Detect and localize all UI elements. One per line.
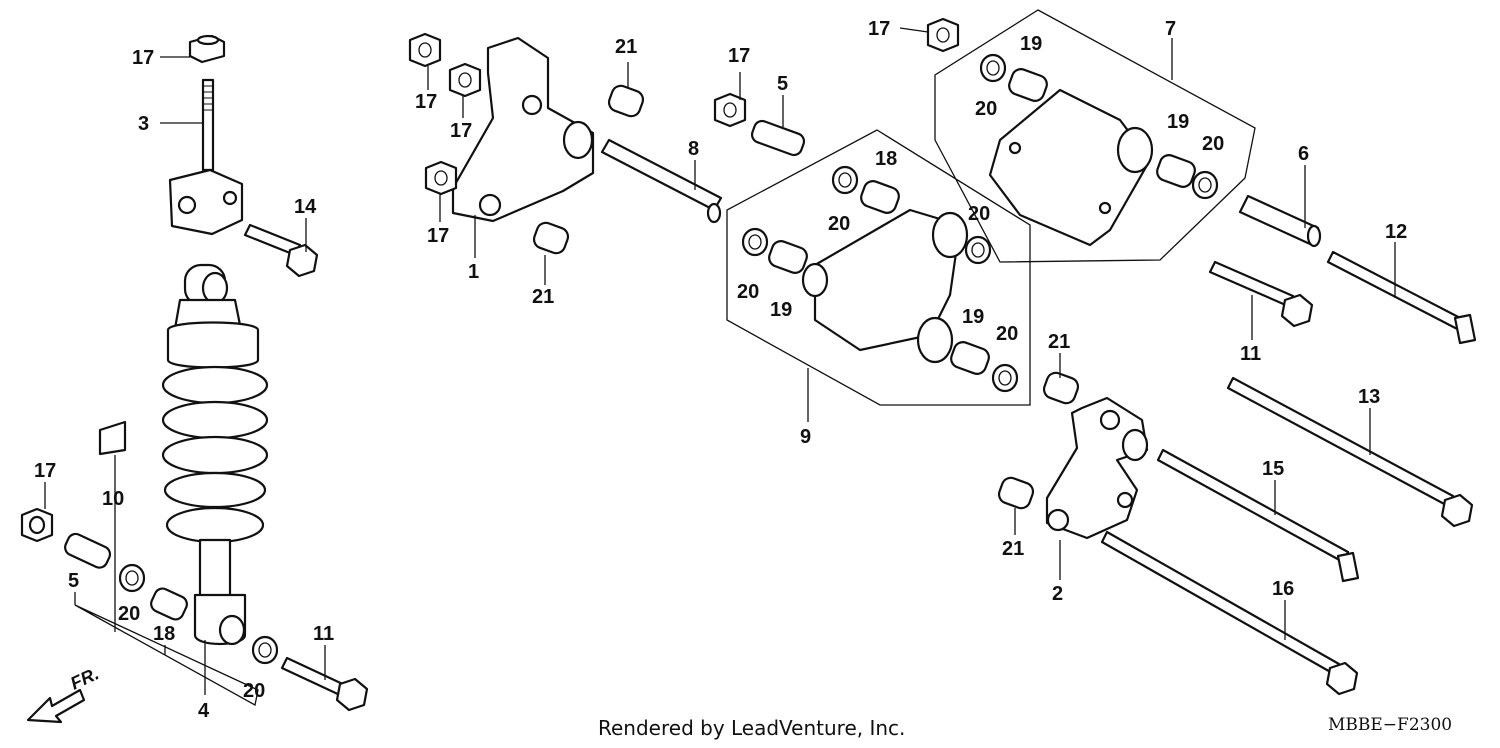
- callout-20: 20: [243, 680, 265, 702]
- callout-19: 19: [770, 299, 792, 321]
- callout-7: 7: [1165, 18, 1176, 40]
- bolt-16: [1100, 530, 1359, 696]
- bolt-12: [1326, 250, 1477, 345]
- callout-17: 17: [450, 120, 472, 142]
- callout-5: 5: [777, 73, 788, 95]
- cushion-arm-2: [1045, 396, 1149, 540]
- callout-9: 9: [800, 426, 811, 448]
- leader-lines: [44, 27, 1396, 695]
- callout-8: 8: [688, 138, 699, 160]
- front-arrow-icon: [26, 688, 86, 724]
- front-direction-indicator: FR.: [26, 663, 102, 724]
- callout-19: 19: [962, 306, 984, 328]
- callout-5: 5: [68, 570, 79, 592]
- callout-2: 2: [1052, 583, 1063, 605]
- callout-21: 21: [1048, 331, 1070, 353]
- callout-15: 15: [1262, 458, 1284, 480]
- bolt-11-right: [1208, 260, 1314, 328]
- callout-6: 6: [1298, 143, 1309, 165]
- callout-14: 14: [294, 196, 317, 218]
- link-assembly-7: [979, 53, 1219, 247]
- callout-20: 20: [118, 603, 140, 625]
- callout-17: 17: [427, 225, 449, 247]
- callout-21: 21: [1002, 538, 1024, 560]
- front-label: FR.: [67, 663, 102, 693]
- render-credit: Rendered by LeadVenture, Inc.: [598, 716, 905, 740]
- callout-4: 4: [198, 700, 210, 722]
- cushion-arm-1: [451, 36, 595, 223]
- bushings-21: [532, 84, 1080, 510]
- callout-17: 17: [728, 45, 750, 67]
- callout-12: 12: [1385, 221, 1407, 243]
- callout-1: 1: [468, 261, 479, 283]
- collar-bolt-8: [600, 138, 723, 224]
- callout-20: 20: [996, 323, 1018, 345]
- link-assembly-9: [741, 165, 1019, 393]
- diagram-code: MBBE−F2300: [1328, 715, 1452, 735]
- callout-19: 19: [1020, 33, 1042, 55]
- callout-17: 17: [868, 18, 890, 40]
- callout-labels: 17 3 14 17 17 17 1 21 21 17 5 8 17 19 20…: [34, 18, 1407, 722]
- callout-20: 20: [975, 98, 997, 120]
- callout-21: 21: [532, 286, 554, 308]
- callout-20: 20: [737, 281, 759, 303]
- callout-17: 17: [415, 91, 437, 113]
- shock-absorber: [161, 34, 269, 646]
- nuts-17-group-1: [408, 17, 960, 196]
- callout-11: 11: [313, 623, 334, 645]
- callout-3: 3: [138, 113, 149, 135]
- assembly-outline-7: [934, 9, 1256, 263]
- bolt-13: [1226, 376, 1474, 528]
- callout-18: 18: [153, 623, 175, 645]
- callout-17: 17: [34, 460, 56, 482]
- collar-5-upper: [750, 119, 806, 157]
- callout-20: 20: [968, 203, 990, 225]
- bolt-15: [1156, 448, 1360, 583]
- callout-18: 18: [875, 148, 897, 170]
- callout-13: 13: [1358, 386, 1380, 408]
- callout-17: 17: [132, 47, 154, 69]
- callout-20: 20: [828, 213, 850, 235]
- callout-10: 10: [102, 488, 124, 510]
- bolt-6: [1238, 194, 1322, 248]
- callout-20: 20: [1202, 133, 1224, 155]
- callout-11: 11: [1240, 343, 1261, 365]
- callout-21: 21: [615, 36, 637, 58]
- left-small-parts: [20, 223, 369, 712]
- assembly-outline-9: [726, 129, 1031, 406]
- callout-19: 19: [1167, 111, 1189, 133]
- callout-16: 16: [1272, 578, 1294, 600]
